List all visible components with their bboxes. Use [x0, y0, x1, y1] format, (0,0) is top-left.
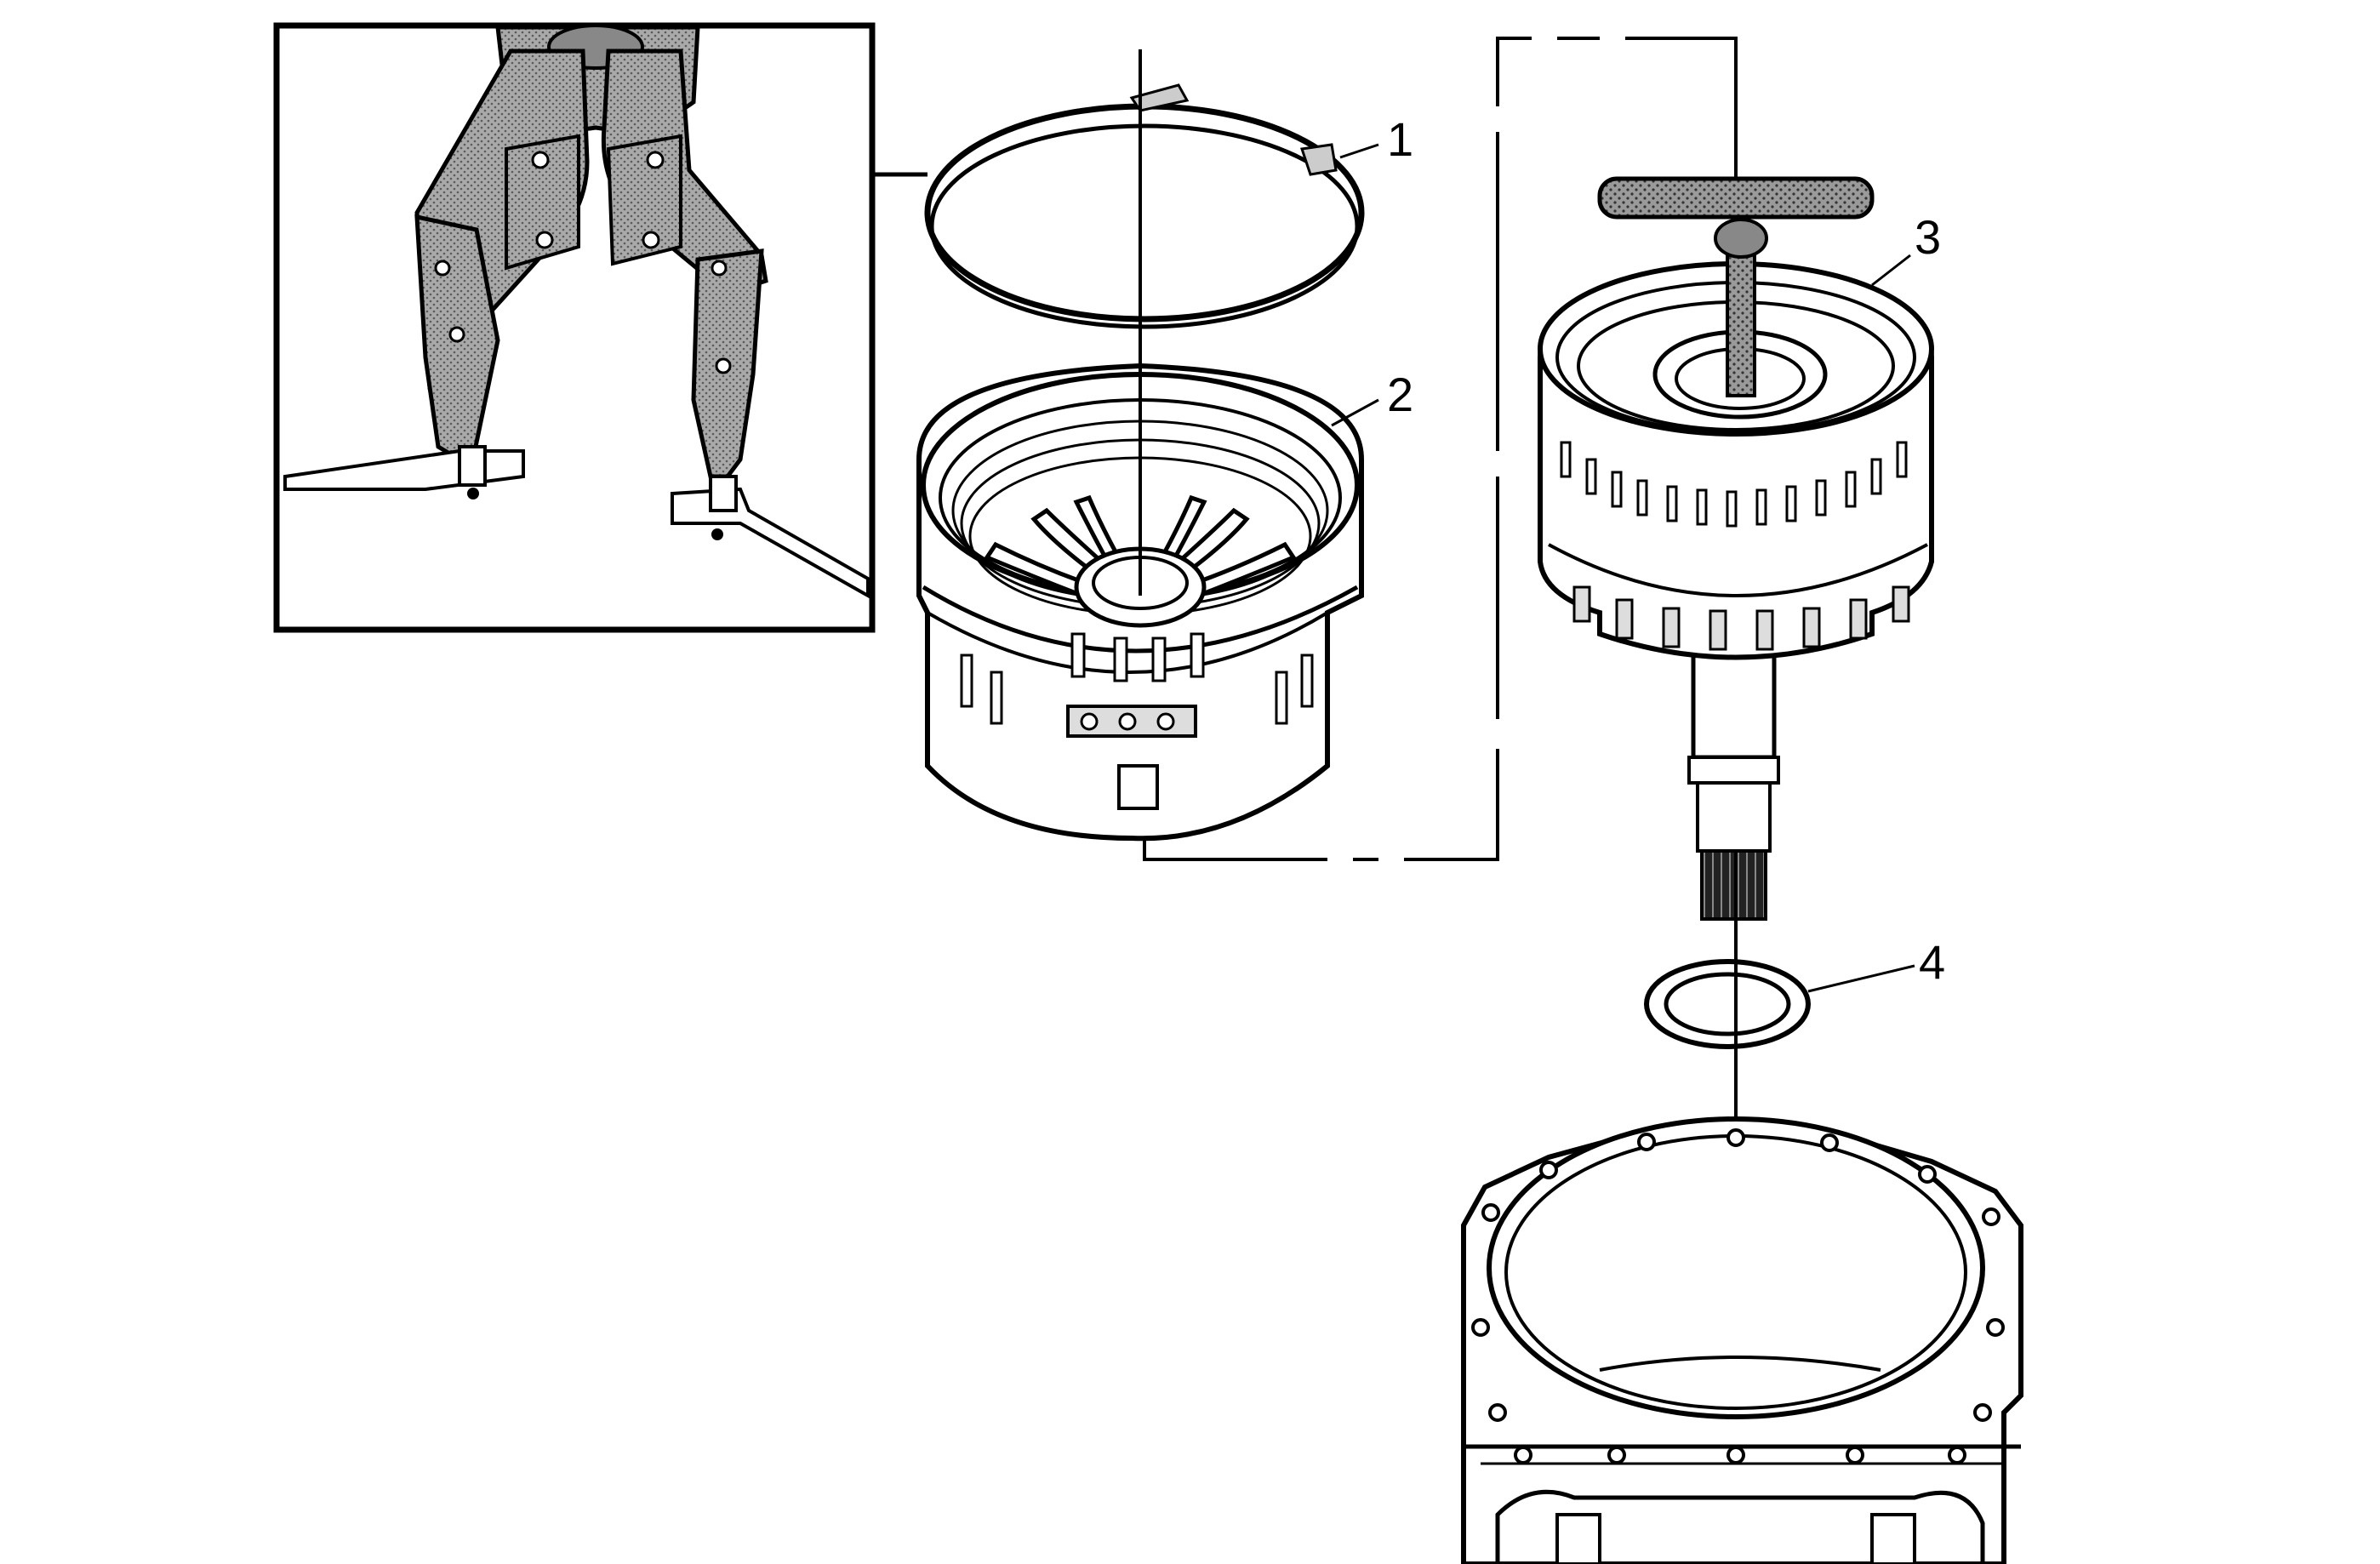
- callout-2: 2: [1387, 368, 1413, 421]
- alignment-bracket: [1143, 37, 1738, 861]
- thrust-washer-icon: [1644, 959, 1811, 1049]
- transmission-case-icon: [1461, 1116, 2023, 1564]
- gear-assembly-with-t-handle-icon: [1538, 176, 1934, 921]
- snap-ring-icon: [924, 83, 1365, 329]
- callout-3: 3: [1915, 210, 1941, 264]
- callout-4: 4: [1919, 935, 1945, 989]
- tool-inset: [273, 22, 876, 633]
- callout-1: 1: [1387, 112, 1413, 166]
- snap-ring-plier-tool-icon: [283, 24, 870, 599]
